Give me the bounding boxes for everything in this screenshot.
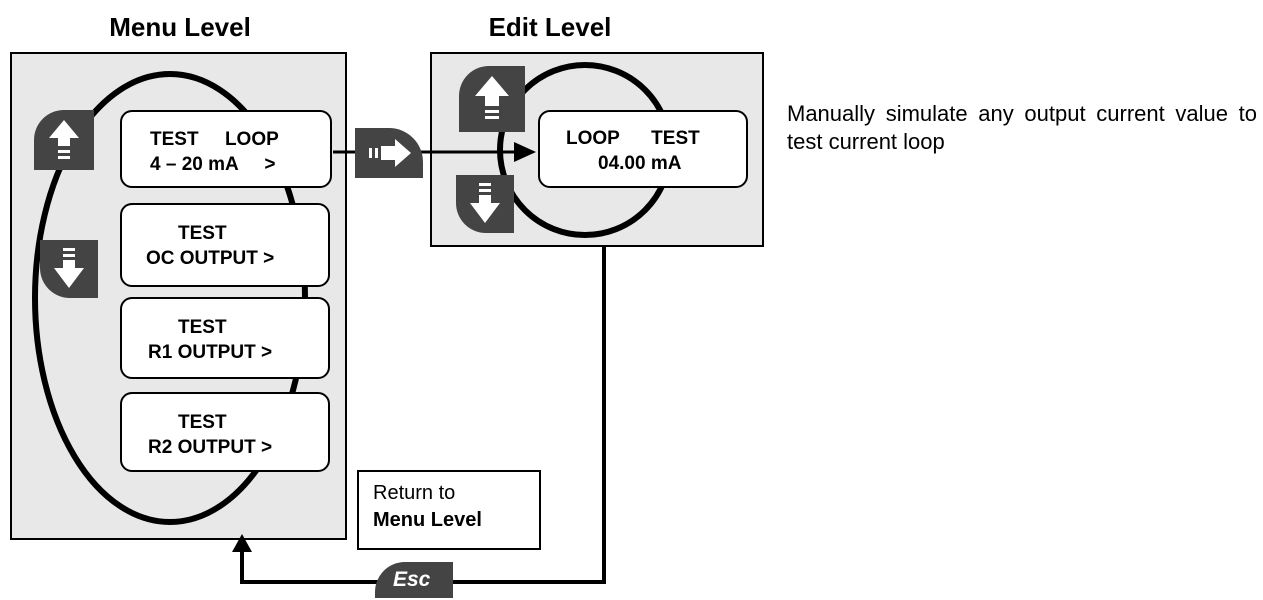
- return-line1: Return to: [373, 482, 456, 504]
- edit-screen-line2: 04.00 mA: [598, 153, 682, 174]
- return-to-menu-level-box: Return to Menu Level: [357, 470, 541, 550]
- menu-item-line1: TEST LOOP: [150, 129, 279, 150]
- esc-key[interactable]: Esc: [375, 562, 453, 598]
- esc-key-icon: Esc: [393, 568, 431, 591]
- enter-arrow-icon: [369, 139, 411, 167]
- enter-key[interactable]: [355, 128, 423, 178]
- menu-item-line2: R2 OUTPUT >: [148, 437, 273, 458]
- up-arrow-icon: [49, 120, 79, 159]
- edit-level-title: Edit Level: [488, 12, 612, 42]
- edit-screen: LOOP TEST 04.00 mA: [538, 110, 748, 188]
- menu-up-key[interactable]: [34, 110, 94, 170]
- up-arrowhead: [232, 534, 252, 552]
- menu-item-line1: TEST: [178, 223, 227, 244]
- up-arrow-icon: [475, 76, 509, 119]
- menu-level-title: Menu Level: [109, 12, 251, 42]
- menu-item-line1: TEST: [178, 317, 227, 338]
- menu-item-line1: TEST: [178, 412, 227, 433]
- edit-up-key[interactable]: [459, 66, 525, 132]
- edit-level-description: Manually simulate any output current val…: [787, 101, 1257, 154]
- down-arrow-icon: [470, 183, 500, 223]
- right-arrowhead: [514, 142, 536, 162]
- down-arrow-icon: [54, 248, 84, 288]
- menu-item-test-r2-output[interactable]: TEST R2 OUTPUT >: [120, 392, 330, 472]
- menu-down-key[interactable]: [40, 240, 98, 298]
- menu-item-line2: 4 – 20 mA >: [150, 154, 276, 175]
- menu-item-line2: OC OUTPUT >: [146, 248, 275, 269]
- edit-down-key[interactable]: [456, 175, 514, 233]
- menu-item-line2: R1 OUTPUT >: [148, 342, 273, 363]
- edit-screen-line1: LOOP TEST: [566, 128, 700, 149]
- return-line2: Menu Level: [373, 509, 482, 531]
- menu-item-test-loop[interactable]: TEST LOOP 4 – 20 mA >: [120, 110, 332, 188]
- menu-item-test-oc-output[interactable]: TEST OC OUTPUT >: [120, 203, 330, 287]
- menu-item-test-r1-output[interactable]: TEST R1 OUTPUT >: [120, 297, 330, 379]
